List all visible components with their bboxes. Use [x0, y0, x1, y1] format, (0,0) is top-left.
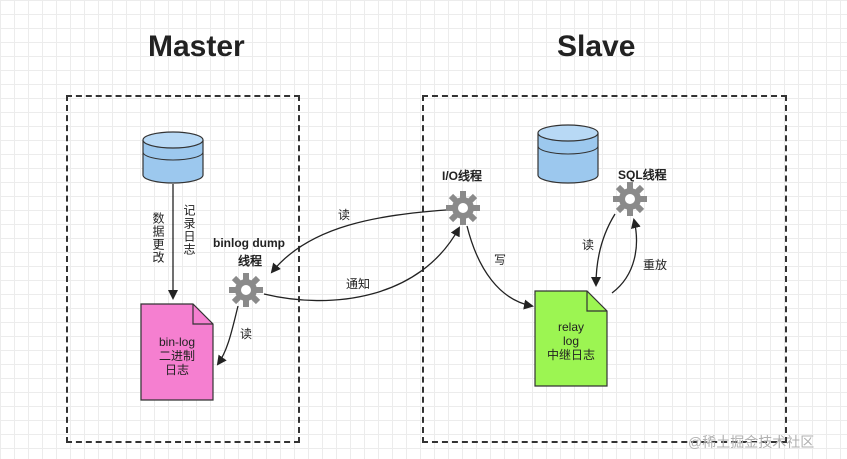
relay-doc-line2: log — [562, 334, 579, 348]
io-thread-gear-icon — [446, 191, 480, 225]
arrow-replay — [611, 218, 641, 294]
relay-doc-text: relay log 中继日志 — [535, 320, 607, 362]
data-change-label: 数据更改 — [151, 212, 165, 264]
relay-log-document-icon — [534, 290, 608, 387]
master-box — [66, 95, 300, 443]
binlog-document-icon — [140, 303, 214, 401]
relay-doc-line1: relay — [557, 320, 584, 334]
binlog-dump-label: binlog dump — [213, 236, 285, 250]
sql-thread-label: SQL线程 — [618, 168, 667, 182]
record-log-label: 记录日志 — [182, 204, 196, 256]
master-title: Master — [148, 30, 245, 63]
arrow-dump-reads-binlog — [216, 305, 239, 366]
slave-box — [422, 95, 787, 443]
replay-label: 重放 — [643, 258, 668, 272]
slave-title: Slave — [557, 30, 636, 63]
write-label: 写 — [494, 253, 507, 267]
io-thread-label: I/O线程 — [442, 169, 483, 183]
arrow-write-relay — [466, 225, 534, 310]
arrow-read-request — [270, 209, 447, 274]
read-binlog-label: 读 — [240, 327, 253, 341]
binlog-dump-gear-icon — [229, 273, 263, 307]
binlog-doc-line3: 日志 — [164, 363, 189, 377]
binlog-doc-line1: bin-log — [158, 335, 196, 349]
watermark: @稀土掘金技术社区 — [688, 434, 815, 450]
arrow-sql-read — [591, 213, 616, 287]
sql-read-label: 读 — [582, 238, 595, 252]
sql-thread-gear-icon — [613, 182, 647, 216]
arrow-notify — [263, 226, 460, 302]
binlog-dump-thread-label: 线程 — [238, 254, 263, 268]
notify-label: 通知 — [346, 277, 371, 291]
master-database-icon — [142, 131, 204, 184]
slave-database-icon — [537, 124, 599, 184]
read-request-label: 读 — [338, 208, 351, 222]
binlog-doc-line2: 二进制 — [158, 349, 195, 363]
relay-doc-line3: 中继日志 — [546, 348, 595, 362]
binlog-doc-text: bin-log 二进制 日志 — [141, 335, 213, 377]
